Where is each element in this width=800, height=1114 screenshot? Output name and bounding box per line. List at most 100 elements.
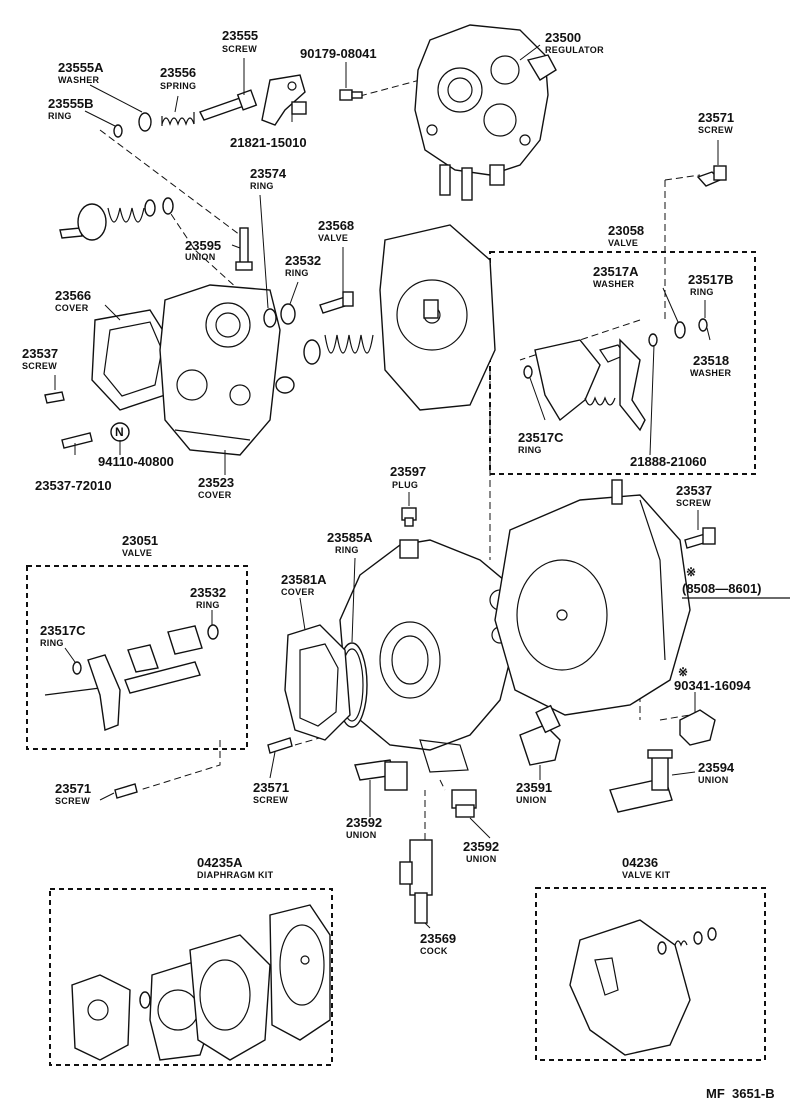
label-23517C-bottom-name: RING: [40, 638, 64, 648]
label-90341-number: 90341-16094: [674, 678, 751, 693]
label-23556-number: 23556: [160, 65, 196, 80]
label-23555B-number: 23555B: [48, 96, 94, 111]
label-23571-top-name: SCREW: [698, 125, 733, 135]
label-23500-name: REGULATOR: [545, 45, 604, 55]
label-23592-left-name: UNION: [346, 830, 377, 840]
label-23568-name: VALVE: [318, 233, 348, 243]
label-23574-name: RING: [250, 181, 274, 191]
label-23585A-number: 23585A: [327, 530, 373, 545]
label-23595-name: UNION: [185, 252, 216, 262]
label-23581A-name: COVER: [281, 587, 315, 597]
label-23517B-name: RING: [690, 287, 714, 297]
label-23592-right-name: UNION: [466, 854, 497, 864]
label-23571-top-number: 23571: [698, 110, 734, 125]
screw-23555-drawing: [199, 89, 258, 121]
label-23500-number: 23500: [545, 30, 581, 45]
valve-23058-drawing: [523, 318, 708, 432]
screw-23537-right-drawing: [684, 527, 716, 549]
label-23537-right-number: 23537: [676, 483, 712, 498]
label-23523-name: COVER: [198, 490, 232, 500]
union-23595-drawing: [235, 227, 253, 271]
label-23571-mid-name: SCREW: [253, 795, 288, 805]
label-23591-number: 23591: [516, 780, 552, 795]
label-23517A-name: WASHER: [593, 279, 635, 289]
label-23537-72010-number: 23537-72010: [35, 478, 112, 493]
ring-23574-drawing: [263, 308, 277, 328]
label-23537-left-name: SCREW: [22, 361, 57, 371]
label-23517C-top-number: 23517C: [518, 430, 564, 445]
washer-23555A-drawing: [138, 112, 152, 132]
regulator-body-drawing: [339, 539, 516, 773]
ring-23532-drawing: [280, 303, 296, 325]
label-23568-number: 23568: [318, 218, 354, 233]
plug-small-drawing: [275, 376, 295, 394]
label-23566-name: COVER: [55, 303, 89, 313]
screw-23571-bottom-drawing: [114, 783, 138, 799]
figure-code: MF 3651-B: [706, 1086, 775, 1101]
ref-mark-n: N: [115, 425, 124, 439]
label-23523-number: 23523: [198, 475, 234, 490]
label-23591-name: UNION: [516, 795, 547, 805]
label-23517C-bottom-number: 23517C: [40, 623, 86, 638]
ring-23555B-drawing: [113, 124, 123, 138]
screw-23537-72010-drawing: [61, 432, 93, 449]
label-23051-number: 23051: [122, 533, 158, 548]
bolt-90179-drawing: [339, 89, 363, 101]
label-21888-number: 21888-21060: [630, 454, 707, 469]
label-23555A-number: 23555A: [58, 60, 104, 75]
cock-23569-drawing: [399, 839, 433, 924]
label-23555-name: SCREW: [222, 44, 257, 54]
right-cover-drawing: [494, 479, 691, 716]
union-23591-drawing: [519, 704, 561, 766]
label-23555B-name: RING: [48, 111, 72, 121]
label-23597-number: 23597: [390, 464, 426, 479]
label-94110-number: 94110-40800: [98, 454, 174, 469]
spring-23556-drawing: [161, 112, 195, 126]
label-23532-top-number: 23532: [285, 253, 321, 268]
label-23532-bottom-name: RING: [196, 600, 220, 610]
label-23518-number: 23518: [693, 353, 729, 368]
label-23537-left-number: 23537: [22, 346, 58, 361]
plug-90341-drawing: [679, 709, 716, 746]
plug-23597-drawing: [401, 507, 417, 527]
label-23592-left-number: 23592: [346, 815, 382, 830]
diaphragm-kit-drawing: [71, 904, 331, 1061]
spring-stack-drawing: [303, 334, 374, 365]
label-23537-right-name: SCREW: [676, 498, 711, 508]
label-23058-number: 23058: [608, 223, 644, 238]
valve-kit-box: [535, 887, 766, 1061]
label-23555-number: 23555: [222, 28, 258, 43]
union-23592-left-drawing: [354, 759, 408, 791]
valve-23568-drawing: [319, 291, 354, 314]
union-23594-drawing: [609, 749, 673, 813]
label-23571-bottom-number: 23571: [55, 781, 91, 796]
label-23569-name: COCK: [420, 946, 448, 956]
regulator-23500-drawing: [414, 24, 557, 201]
valve-kit-drawing: [569, 919, 717, 1056]
valve-23051-drawing: [44, 624, 219, 731]
label-23566-number: 23566: [55, 288, 91, 303]
cover-23523-body-drawing: [159, 284, 281, 456]
label-23574-number: 23574: [250, 166, 287, 181]
label-04236-number: 04236: [622, 855, 658, 870]
date-range-note: (8508—8601): [682, 581, 762, 596]
label-23058-name: VALVE: [608, 238, 638, 248]
label-23532-top-name: RING: [285, 268, 309, 278]
label-04235A-name: DIAPHRAGM KIT: [197, 870, 274, 880]
label-23532-bottom-number: 23532: [190, 585, 226, 600]
leader-lines: [54, 44, 719, 929]
label-23517C-top-name: RING: [518, 445, 542, 455]
label-23597-name: PLUG: [392, 480, 418, 490]
bracket-21821-drawing: [261, 74, 307, 126]
label-23051-name: VALVE: [122, 548, 152, 558]
label-04236-name: VALVE KIT: [622, 870, 671, 880]
union-23592-right-drawing: [451, 789, 477, 818]
screw-23537-drawing: [44, 391, 65, 404]
ref-mark-90341: ※: [678, 665, 688, 679]
label-23595-number: 23595: [185, 238, 221, 253]
label-23518-name: WASHER: [690, 368, 732, 378]
label-04235A-number: 04235A: [197, 855, 243, 870]
cover-23566-drawing: [91, 309, 173, 411]
seal-stack-drawing: [59, 197, 174, 241]
label-23517A-number: 23517A: [593, 264, 639, 279]
